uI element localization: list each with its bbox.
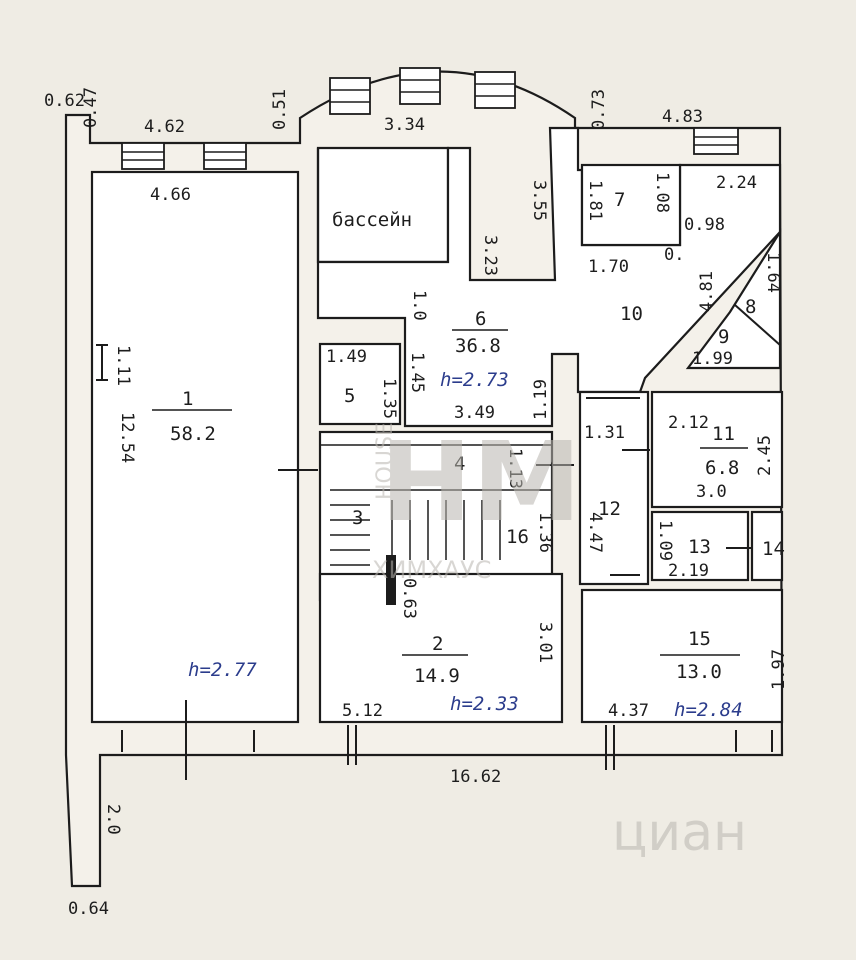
dim-label: 0. [664, 245, 684, 265]
room-1-number: 1 [182, 388, 193, 410]
room-15-area: 13.0 [676, 661, 722, 683]
room-6-number: 6 [475, 308, 486, 330]
watermark-cian: циан [612, 803, 747, 863]
room-3-number: 3 [352, 507, 363, 529]
watermarks: HM HOUSE ХИМХАУС циан [372, 418, 747, 863]
dim-label: 1.49 [326, 347, 367, 367]
height-label: h=2.84 [674, 699, 743, 721]
dim-label: 3.01 [535, 622, 555, 663]
height-labels: h=2.73 h=2.77 h=2.33 h=2.84 [188, 369, 743, 721]
dim-label: 2.12 [668, 413, 709, 433]
room-14-number: 14 [762, 538, 785, 560]
dim-label: 4.66 [150, 185, 191, 205]
dim-label: 2.0 [103, 804, 123, 835]
room-14 [750, 510, 784, 582]
dimension-labels: 0.62 0.47 4.62 0.51 3.34 0.73 4.83 4.66 … [44, 87, 789, 919]
watermark-brand: ХИМХАУС [372, 556, 491, 584]
dim-label: 1.08 [652, 172, 672, 213]
dim-label: 3.0 [696, 482, 727, 502]
dim-label: 3.23 [480, 235, 500, 276]
room-5 [318, 342, 402, 426]
dim-label: 16.62 [450, 767, 501, 787]
room-11 [650, 390, 784, 509]
dim-label: 1.70 [588, 257, 629, 277]
staircase [320, 444, 552, 605]
dim-label: 1.09 [655, 520, 675, 561]
dim-label: 1.31 [584, 423, 625, 443]
dim-label: 0.63 [399, 578, 419, 619]
room-8-9 [685, 228, 782, 370]
dim-label: 0.98 [684, 215, 725, 235]
dim-label: 4.47 [585, 512, 605, 553]
room-12-number: 12 [598, 498, 621, 520]
room-11-area: 6.8 [705, 457, 739, 479]
room-13 [650, 510, 750, 582]
watermark-house: HOUSE [373, 422, 398, 500]
room-8-number: 8 [745, 296, 756, 318]
room-12 [578, 390, 650, 586]
room-13-number: 13 [688, 536, 711, 558]
height-label: h=2.73 [440, 369, 509, 391]
area-bars [152, 329, 748, 656]
dim-label: 1.97 [769, 649, 789, 690]
dim-label: 3.49 [454, 403, 495, 423]
dim-label: 4.37 [608, 701, 649, 721]
dim-label: 1.35 [379, 378, 399, 419]
room-1-area: 58.2 [170, 423, 216, 445]
room-4-number: 4 [454, 453, 465, 475]
dim-label: 1.81 [585, 180, 605, 221]
dim-label: 3.34 [384, 115, 425, 135]
wall-8-9 [734, 304, 781, 346]
height-label: h=2.33 [450, 693, 519, 715]
room-2 [318, 572, 564, 724]
room-16-number: 16 [506, 526, 529, 548]
dim-label: 0.64 [68, 899, 109, 919]
dim-label: 0.47 [81, 87, 101, 128]
dim-label: 1.13 [505, 448, 525, 489]
dim-label: 2.19 [668, 561, 709, 581]
dim-label: 0.62 [44, 91, 85, 111]
dim-label: 2.24 [716, 173, 757, 193]
dim-label: 0.51 [270, 89, 290, 130]
dim-label: 1.99 [692, 349, 733, 369]
room-11-number: 11 [712, 423, 735, 445]
room-2-area: 14.9 [414, 665, 460, 687]
dim-label: 4.81 [697, 271, 717, 312]
room-15 [580, 588, 784, 724]
dim-label: 1.11 [113, 345, 133, 386]
dim-label: 1.36 [535, 512, 555, 553]
height-label: h=2.77 [188, 659, 257, 681]
dim-label: 4.62 [144, 117, 185, 137]
room-6-area: 36.8 [455, 335, 501, 357]
dim-label: 1.0 [409, 290, 429, 321]
pool-room [316, 146, 450, 264]
dim-label: 5.12 [342, 701, 383, 721]
dim-label: 12.54 [117, 412, 137, 463]
room-2-number: 2 [432, 633, 443, 655]
dim-label: 0.73 [589, 89, 609, 130]
room-7 [580, 163, 682, 247]
watermark-logo: HM [380, 418, 582, 546]
dim-label: 1.45 [407, 352, 427, 393]
room-9-number: 9 [718, 326, 729, 348]
room-1 [90, 170, 300, 724]
room-7-number: 7 [614, 189, 625, 211]
dim-label: 1.64 [763, 252, 783, 293]
door-marks [96, 344, 773, 780]
room-5-number: 5 [344, 385, 355, 407]
dim-label: 2.45 [755, 435, 775, 476]
windows [121, 67, 739, 170]
room-labels: 1 58.2 2 14.9 3 4 5 6 36.8 7 8 9 10 11 6… [170, 189, 785, 687]
dim-label: 3.55 [529, 180, 549, 221]
pool-label: бассейн [332, 209, 412, 231]
room-15-number: 15 [688, 628, 711, 650]
dim-label: 4.83 [662, 107, 703, 127]
dim-label: 1.19 [531, 379, 551, 420]
room-10-number: 10 [620, 303, 643, 325]
